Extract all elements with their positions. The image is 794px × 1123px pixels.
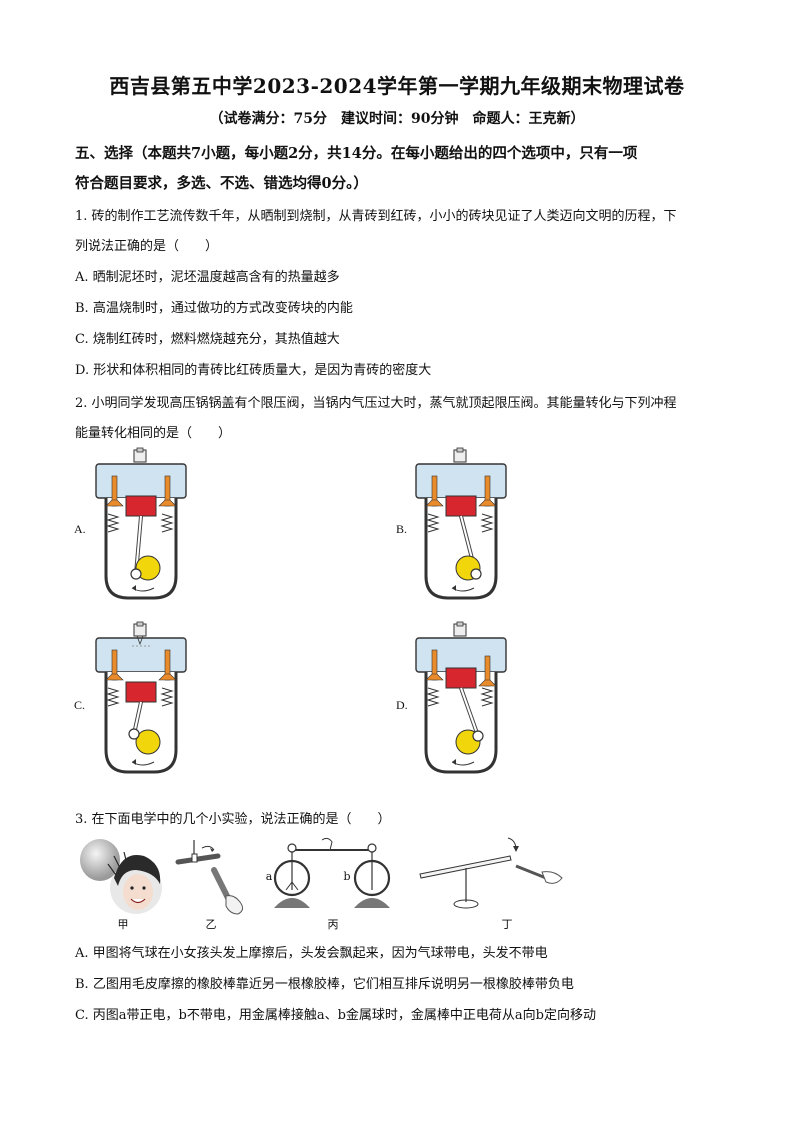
hanging-rod-icon <box>175 853 221 865</box>
q2-label-d: D. <box>396 698 408 712</box>
figure-ding-pivot-rod <box>419 837 563 909</box>
caption-ding: 丁 <box>501 918 513 931</box>
q3-option-a: A. 甲图将气球在小女孩头发上摩擦后，头发会飘起来，因为气球带电，头发不带电 <box>75 946 548 961</box>
caption-yi: 乙 <box>205 918 217 931</box>
q1-option-c: C. 烧制红砖时，燃料燃烧越充分，其热值越大 <box>75 332 340 347</box>
figure-jia-balloon-girl <box>80 839 162 914</box>
face-icon <box>123 874 153 910</box>
hand-icon <box>541 871 563 884</box>
caption-jia: 甲 <box>117 918 129 931</box>
hand-icon <box>321 837 333 851</box>
hair-icon <box>114 854 161 886</box>
q2-stem-line2: 能量转化相同的是（ ） <box>75 426 232 441</box>
hand-icon <box>225 895 244 915</box>
figure-bing-electroscopes <box>273 837 391 908</box>
section-heading-line1: 五、选择（本题共7小题，每小题2分，共14分。在每小题给出的四个选项中，只有一项 <box>75 145 638 162</box>
engine-diagram-c <box>95 621 187 774</box>
q1-stem-line2: 列说法正确的是（ ） <box>75 239 219 254</box>
figure-yi-rubber-rods <box>175 840 244 915</box>
q2-label-c: C. <box>74 698 86 712</box>
charged-rod-icon <box>515 864 547 880</box>
section-heading-line2: 符合题目要求，多选、不选、错选均得0分。） <box>75 175 368 192</box>
pivot-rod-icon <box>419 855 512 879</box>
label-b: b <box>343 870 351 883</box>
q2-label-a: A. <box>74 522 86 536</box>
q1-option-d: D. 形状和体积相同的青砖比红砖质量大，是因为青砖的密度大 <box>75 363 432 378</box>
exam-subtitle: （试卷满分：75分 建议时间：90分钟 命题人：王克新） <box>209 111 585 127</box>
q3-option-b: B. 乙图用毛皮摩擦的橡胶棒靠近另一根橡胶棒，它们相互排斥说明另一根橡胶棒带负电 <box>75 977 574 992</box>
q1-option-a: A. 晒制泥坯时，泥坯温度越高含有的热量越多 <box>75 270 340 285</box>
exam-title: 西吉县第五中学2023-2024学年第一学期九年级期末物理试卷 <box>109 74 685 98</box>
label-a: a <box>265 870 273 883</box>
caption-bing: 丙 <box>327 918 339 931</box>
engine-diagram-b <box>415 447 507 600</box>
q3-option-c: C. 丙图a带正电，b不带电，用金属棒接触a、b金属球时，金属棒中正电荷从a向b… <box>75 1008 596 1023</box>
q2-label-b: B. <box>396 522 408 536</box>
q3-stem: 3. 在下面电学中的几个小实验，说法正确的是（ ） <box>75 812 391 827</box>
engine-diagram-a <box>95 447 187 600</box>
q2-stem-line1: 2. 小明同学发现高压锅锅盖有个限压阀，当锅内气压过大时，蒸气就顶起限压阀。其能… <box>75 396 677 411</box>
engine-diagram-d <box>415 621 507 774</box>
balloon-icon <box>80 839 120 881</box>
q1-stem-line1: 1. 砖的制作工艺流传数千年，从晒制到烧制，从青砖到红砖，小小的砖块见证了人类迈… <box>75 209 677 224</box>
q1-option-b: B. 高温烧制时，通过做功的方式改变砖块的内能 <box>75 301 353 316</box>
